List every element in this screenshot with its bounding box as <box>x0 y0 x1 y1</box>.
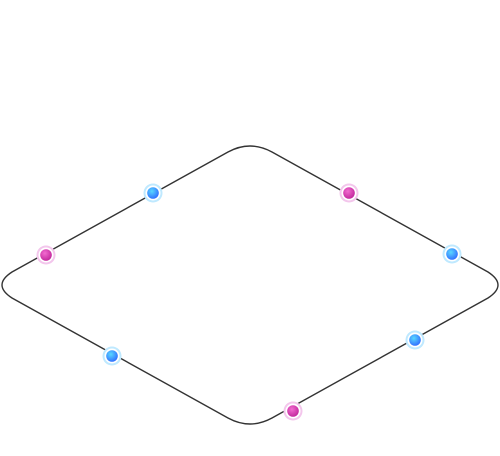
dot-core <box>446 248 458 260</box>
blue-dot-icon <box>442 244 462 264</box>
dot-core <box>147 187 159 199</box>
dot-core <box>106 350 118 362</box>
blue-dot-icon <box>405 330 425 350</box>
blue-dot-icon <box>143 183 163 203</box>
dot-core <box>287 405 299 417</box>
magenta-dot-icon <box>283 401 303 421</box>
dot-core <box>40 249 52 261</box>
magenta-dot-icon <box>36 245 56 265</box>
rhombus-outline <box>1 145 499 425</box>
dot-core <box>343 187 355 199</box>
magenta-dot-icon <box>339 183 359 203</box>
node-layer <box>36 183 462 421</box>
blue-dot-icon <box>102 346 122 366</box>
dot-core <box>409 334 421 346</box>
